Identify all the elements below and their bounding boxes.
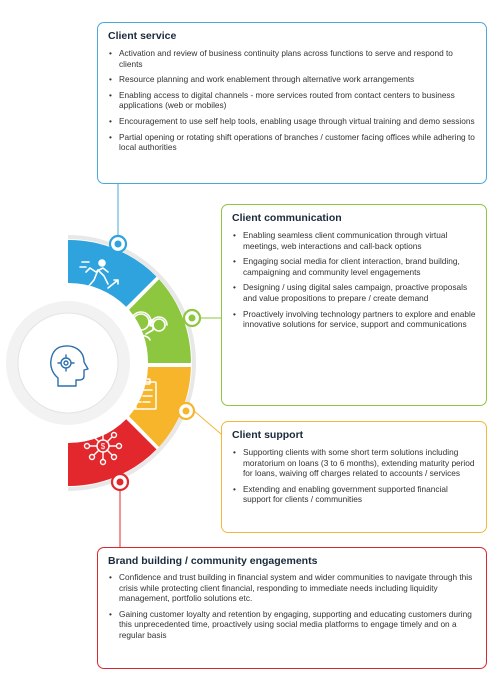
marker-client-communication bbox=[182, 308, 202, 328]
list-item: Designing / using digital sales campaign… bbox=[233, 282, 476, 303]
list-item: Resource planning and work enablement th… bbox=[109, 74, 476, 85]
client-communication-title: Client communication bbox=[232, 212, 342, 224]
band-client-service bbox=[68, 278, 129, 307]
list-item: Enabling access to digital channels - mo… bbox=[109, 90, 476, 111]
brand-building-title: Brand building / community engagements bbox=[108, 555, 318, 567]
segment-client-communication[interactable] bbox=[129, 279, 191, 363]
community-network-icon: $ bbox=[83, 426, 123, 466]
client-support-list: Supporting clients with some short term … bbox=[232, 447, 476, 505]
list-item: Partial opening or rotating shift operat… bbox=[109, 132, 476, 153]
segment-client-support[interactable] bbox=[129, 367, 191, 447]
brand-building-box: Brand building / community engagements C… bbox=[97, 547, 487, 669]
segment-client-service[interactable] bbox=[68, 239, 157, 307]
client-support-box: Client support Supporting clients with s… bbox=[221, 421, 487, 533]
client-service-box: Client service Activation and review of … bbox=[97, 22, 487, 184]
list-item: Gaining customer loyalty and retention b… bbox=[109, 609, 476, 641]
client-service-title: Client service bbox=[108, 30, 177, 42]
segment-brand-building[interactable] bbox=[68, 419, 157, 487]
connector-line-support bbox=[192, 409, 222, 435]
list-item: Supporting clients with some short term … bbox=[233, 447, 476, 479]
client-service-list: Activation and review of business contin… bbox=[108, 48, 476, 153]
band-client-communication bbox=[129, 306, 154, 363]
marker-client-support bbox=[176, 401, 196, 421]
list-item: Activation and review of business contin… bbox=[109, 48, 476, 69]
list-item: Engaging social media for client interac… bbox=[233, 256, 476, 277]
svg-text:$: $ bbox=[101, 442, 106, 451]
list-item: Encouragement to use self help tools, en… bbox=[109, 116, 476, 127]
client-communication-box: Client communication Enabling seamless c… bbox=[221, 204, 487, 406]
ai-head-gear-icon bbox=[50, 345, 89, 387]
list-item: Proactively involving technology partner… bbox=[233, 309, 476, 330]
brand-building-list: Confidence and trust building in financi… bbox=[108, 572, 476, 641]
client-communication-list: Enabling seamless client communication t… bbox=[232, 230, 476, 330]
marker-client-service bbox=[108, 234, 128, 254]
list-item: Extending and enabling government suppor… bbox=[233, 484, 476, 505]
support-documents-icon bbox=[121, 378, 157, 410]
list-item: Enabling seamless client communication t… bbox=[233, 230, 476, 251]
band-client-support bbox=[129, 367, 153, 420]
list-item: Confidence and trust building in financi… bbox=[109, 572, 476, 604]
client-support-title: Client support bbox=[232, 429, 304, 441]
marker-brand-building bbox=[110, 472, 130, 492]
running-person-icon bbox=[79, 259, 119, 289]
headset-support-icon bbox=[128, 311, 168, 341]
